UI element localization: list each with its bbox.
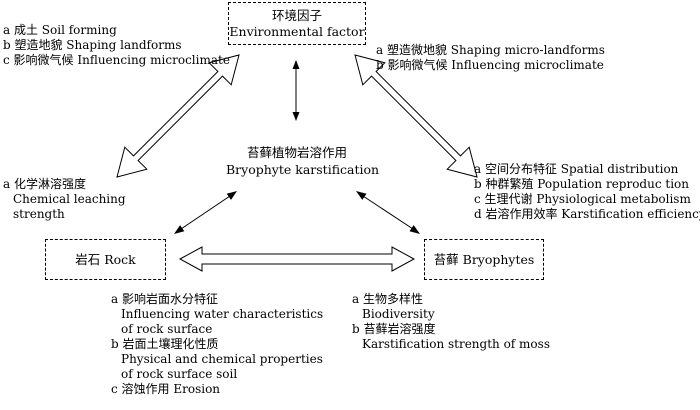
annotation-moss-to-rock: a 生物多样性 Biodiversity b 苔藓岩溶强度 Karstifica… — [352, 292, 550, 352]
center-title: 苔藓植物岩溶作用 Bryophyte karstification — [226, 144, 380, 178]
annotation-line: of rock surface soil — [121, 367, 238, 381]
node-rock-label: 岩石 Rock — [75, 251, 136, 267]
center-title-line1: 苔藓植物岩溶作用 — [246, 145, 347, 160]
annotation-rock-to-env: a 化学淋溶强度 Chemical leaching strength — [3, 177, 126, 222]
annotation-line: a 塑造微地貌 Shaping micro-landforms — [376, 43, 605, 57]
hollow-arrow-env-rock — [116, 54, 240, 178]
hollow-arrow-rock-moss — [178, 246, 416, 272]
thin-arrow-rock-center — [174, 191, 237, 234]
annotation-line: c 影响微气候 Influencing microclimate — [3, 53, 230, 67]
annotation-line: strength — [13, 207, 65, 221]
annotation-line: of rock surface — [121, 322, 213, 336]
annotation-line: c 溶蚀作用 Erosion — [111, 382, 221, 396]
hollow-arrow-env-moss — [354, 54, 478, 178]
annotation-line: c 生理代谢 Physiological metabolism — [474, 192, 691, 206]
thin-arrow-env-center — [292, 60, 300, 121]
annotation-line: a 空间分布特征 Spatial distribution — [474, 162, 679, 176]
annotation-line: b 影响微气候 Influencing microclimate — [376, 58, 604, 72]
annotation-line: Chemical leaching — [13, 192, 126, 206]
annotation-line: d 岩溶作用效率 Karstification efficiency — [474, 207, 700, 221]
annotation-line: a 化学淋溶强度 — [3, 177, 86, 191]
annotation-line: a 成土 Soil forming — [3, 23, 117, 37]
annotation-line: Biodiversity — [362, 307, 435, 321]
node-environmental-factor: 环境因子 Environmental factor — [228, 2, 366, 45]
annotation-line: b 岩面土壤理化性质 — [111, 337, 219, 351]
annotation-line: a 影响岩面水分特征 — [111, 292, 218, 306]
annotation-line: Influencing water characteristics — [121, 307, 324, 321]
annotation-line: b 苔藓岩溶强度 — [352, 322, 436, 336]
node-rock: 岩石 Rock — [45, 239, 166, 280]
thin-arrow-moss-center — [356, 191, 420, 234]
annotation-line: Karstification strength of moss — [362, 337, 550, 351]
center-title-line2: Bryophyte karstification — [226, 162, 380, 177]
node-env-line1: 环境因子 — [271, 7, 322, 23]
node-env-line2: Environmental factor — [229, 23, 365, 39]
annotation-env-to-moss: a 塑造微地貌 Shaping micro-landforms b 影响微气候 … — [376, 43, 605, 73]
annotation-line: a 生物多样性 — [352, 292, 423, 306]
annotation-line: b 塑造地貌 Shaping landforms — [3, 38, 182, 52]
annotation-line: Physical and chemical properties — [121, 352, 323, 366]
annotation-rock-to-moss: a 影响岩面水分特征 Influencing water characteris… — [111, 292, 323, 397]
annotation-moss-to-env: a 空间分布特征 Spatial distribution b 种群繁殖 Pop… — [474, 162, 700, 222]
annotation-line: b 种群繁殖 Population reproduc tion — [474, 177, 689, 191]
node-moss-label: 苔藓 Bryophytes — [433, 251, 535, 267]
node-bryophytes: 苔藓 Bryophytes — [424, 239, 544, 280]
annotation-env-to-rock: a 成土 Soil forming b 塑造地貌 Shaping landfor… — [3, 23, 230, 68]
